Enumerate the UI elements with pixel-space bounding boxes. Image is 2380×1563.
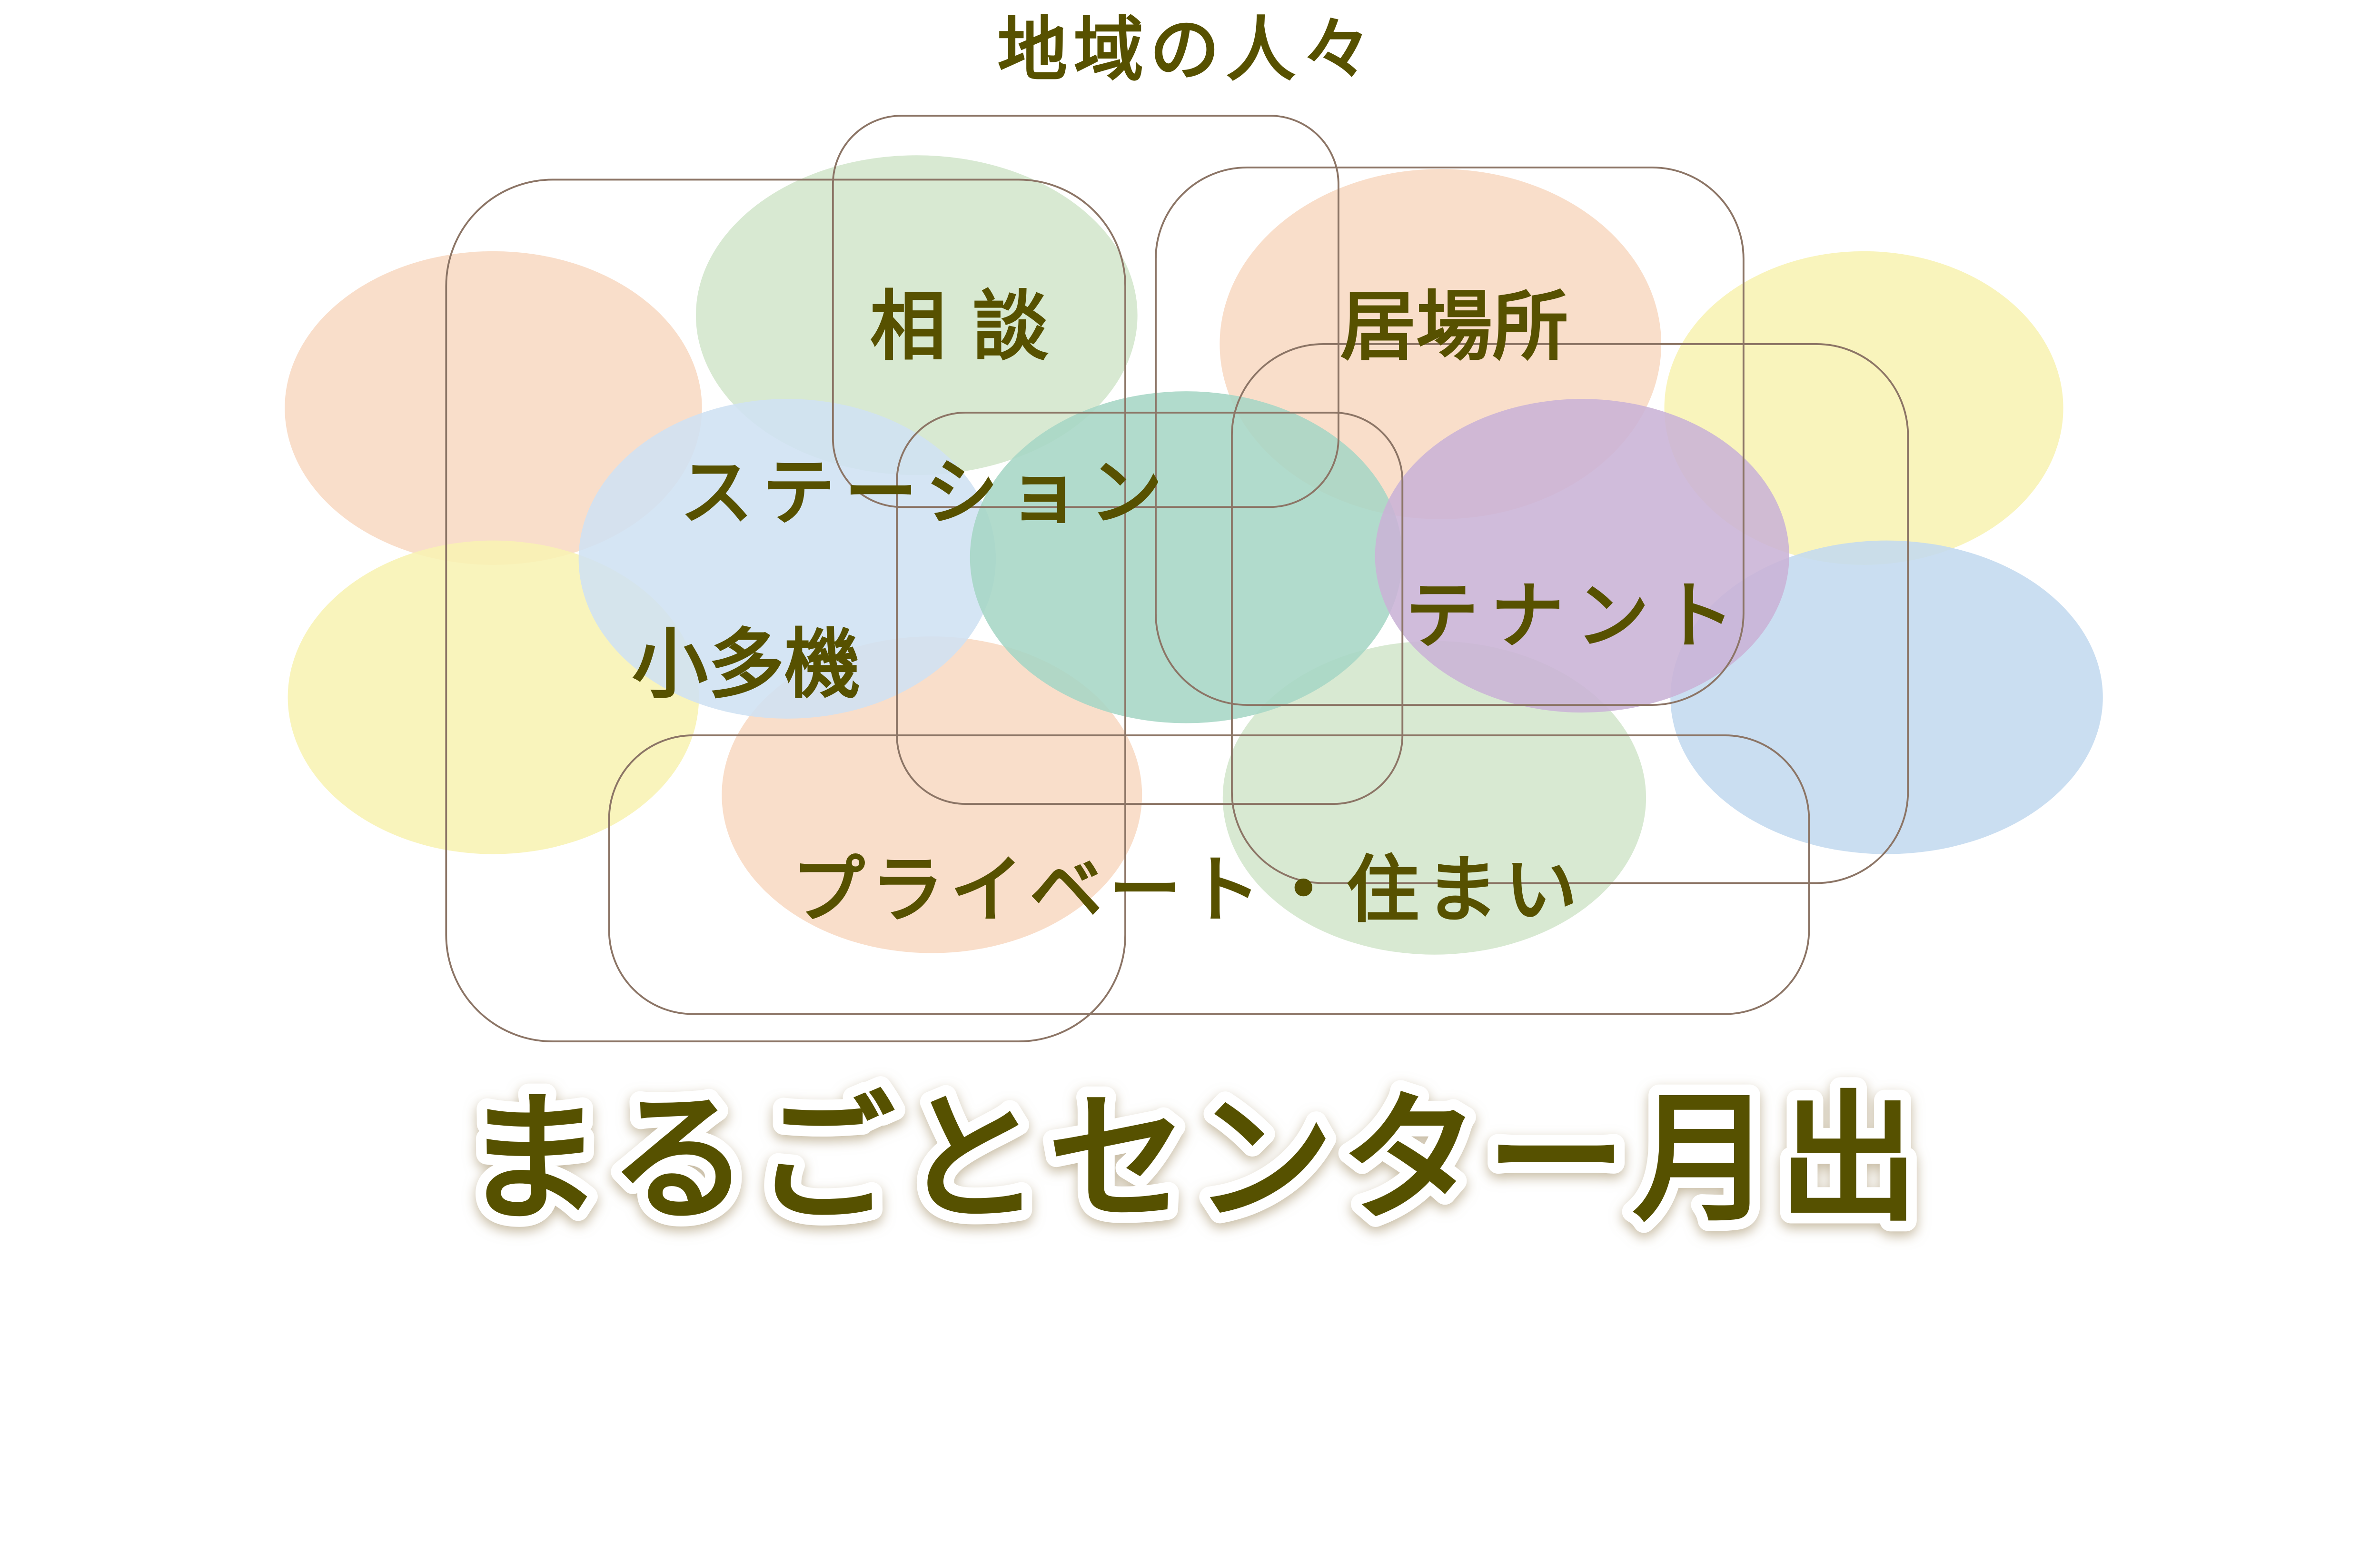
- circle-teal: [970, 391, 1403, 723]
- circle-green-bottom: [1222, 641, 1646, 955]
- frame-soudan: [832, 115, 1339, 508]
- frame-tenant: [1231, 343, 1909, 884]
- circle-blue: [578, 399, 996, 719]
- label-ibasho: 居場所: [1340, 282, 1568, 371]
- circles: [285, 155, 2103, 955]
- label-shotaki: 小多機: [632, 620, 861, 709]
- label-station: ステーション: [680, 450, 1171, 535]
- circle-green-top: [695, 155, 1138, 475]
- frame-station: [896, 412, 1404, 805]
- frame-private: [608, 734, 1810, 1015]
- frame-shotaki: [445, 178, 1126, 1043]
- label-private: プライベート・住まい: [792, 848, 1583, 933]
- label-soudan: 相 談: [870, 282, 1049, 371]
- main-title: まるごとセンター月出: [463, 1078, 1925, 1241]
- diagram: 地域の人々 相 談 居場所 ステーション 小多機 テナント プライベート・住まい…: [285, 9, 2103, 1250]
- frames: [445, 115, 1909, 1043]
- label-tenant: テナント: [1406, 574, 1747, 659]
- circle-peach-left: [285, 251, 702, 565]
- circle-blue-right: [1670, 540, 2103, 854]
- frame-ibasho: [1155, 166, 1745, 706]
- top-label: 地域の人々: [997, 9, 1378, 91]
- circle-purple: [1375, 399, 1789, 713]
